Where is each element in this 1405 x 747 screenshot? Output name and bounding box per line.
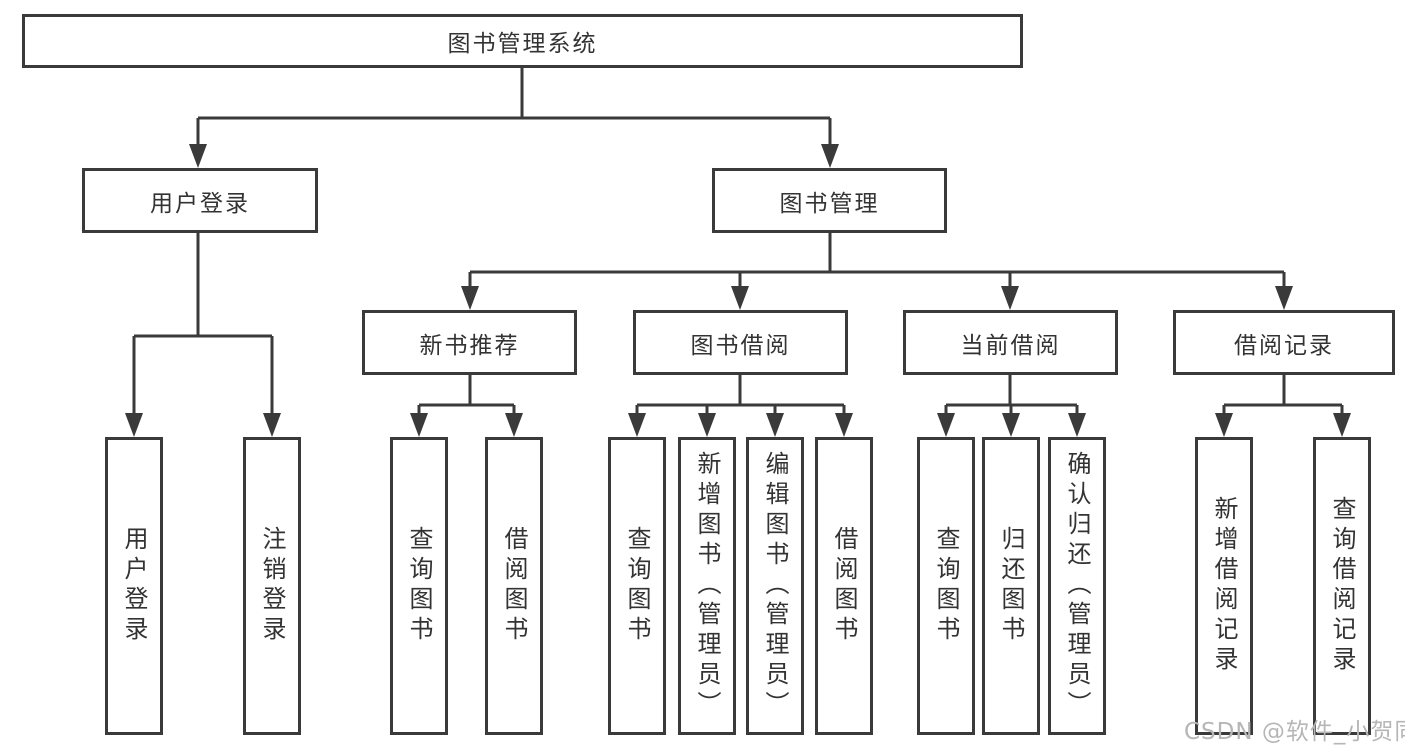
arrowhead xyxy=(1068,413,1086,437)
node-leaf-add-borrow-record: 新增借阅记录 xyxy=(1195,437,1253,735)
arrowhead xyxy=(1002,413,1020,437)
node-leaf-query-borrow-record: 查询借阅记录 xyxy=(1313,437,1371,735)
connector-root-to-level1 xyxy=(189,68,839,168)
arrowhead xyxy=(698,413,716,437)
arrowhead xyxy=(1215,413,1233,437)
connector-borrow-records-children xyxy=(1215,375,1351,437)
connector-current-borrow-children xyxy=(937,375,1086,437)
arrowhead xyxy=(821,144,839,168)
arrowhead xyxy=(1275,286,1293,310)
arrowhead xyxy=(189,144,207,168)
arrowhead xyxy=(461,286,479,310)
node-book-borrow: 图书借阅 xyxy=(633,310,848,375)
arrowhead xyxy=(731,286,749,310)
node-leaf-borrow-books-recommend: 借阅图书 xyxy=(485,437,543,735)
arrowhead xyxy=(125,413,143,437)
connector-new-book-children xyxy=(410,375,523,437)
node-root: 图书管理系统 xyxy=(22,14,1023,68)
node-current-borrow: 当前借阅 xyxy=(903,310,1118,375)
arrowhead xyxy=(835,413,853,437)
arrowhead xyxy=(410,413,428,437)
arrowhead xyxy=(628,413,646,437)
node-leaf-edit-books-admin: 编辑图书（管理员） xyxy=(746,437,804,735)
node-book-management: 图书管理 xyxy=(712,168,947,233)
node-leaf-return-books: 归还图书 xyxy=(982,437,1040,735)
node-user-login: 用户登录 xyxy=(82,168,318,233)
connector-book-borrow-children xyxy=(628,375,853,437)
arrowhead xyxy=(505,413,523,437)
node-leaf-user-login: 用户登录 xyxy=(105,437,163,735)
node-leaf-query-books-borrow: 查询图书 xyxy=(608,437,666,735)
node-leaf-logout: 注销登录 xyxy=(243,437,301,735)
node-new-book-recommend: 新书推荐 xyxy=(362,310,577,375)
arrowhead xyxy=(1001,286,1019,310)
arrowhead xyxy=(1333,413,1351,437)
node-borrow-records: 借阅记录 xyxy=(1173,310,1395,375)
node-leaf-query-books-current: 查询图书 xyxy=(917,437,975,735)
watermark: CSDN @软件_小贺同学 xyxy=(1184,719,1405,745)
arrowhead xyxy=(937,413,955,437)
connector-book-management-children xyxy=(461,233,1293,310)
arrowhead xyxy=(263,413,281,437)
node-leaf-add-books-admin: 新增图书（管理员） xyxy=(678,437,736,735)
arrowhead xyxy=(766,413,784,437)
node-leaf-confirm-return-admin: 确认归还（管理员） xyxy=(1048,437,1106,735)
node-leaf-query-books-recommend: 查询图书 xyxy=(390,437,448,735)
node-leaf-borrow-books: 借阅图书 xyxy=(815,437,873,735)
connector-user-login-children xyxy=(125,233,281,437)
